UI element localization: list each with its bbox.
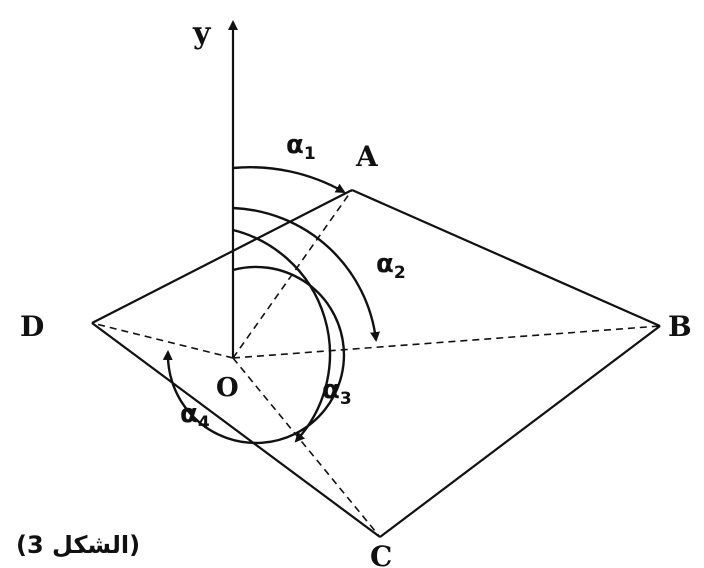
side-CD [91,322,381,538]
point-label-C: C [370,540,392,568]
angle-label-alpha-4: α4 [180,399,210,433]
angle-arc-alpha-2 [232,206,381,342]
side-BC [379,325,661,538]
point-label-B: B [668,310,692,343]
angle-arc-alpha-4 [162,265,346,445]
vector-OB [232,325,661,359]
vector-OD [91,322,234,359]
y-axis-label: y [192,16,212,51]
vector-OC [232,357,381,538]
angle-label-alpha-3: α3 [322,375,352,409]
point-label-O: O [216,373,239,403]
side-DA [91,189,353,324]
side-AB [351,188,661,328]
figure-caption: (الشكل 3) [16,531,140,559]
point-label-A: A [355,140,379,173]
dashed-vectors [91,189,661,538]
angle-label-alpha-2: α2 [376,249,406,283]
quadrilateral-ABCD [91,188,661,538]
angle-label-alpha-1: α1 [286,130,316,164]
point-label-D: D [20,310,44,343]
angle-arc-alpha-3 [232,228,332,443]
angle-arc-alpha-1 [232,166,346,194]
